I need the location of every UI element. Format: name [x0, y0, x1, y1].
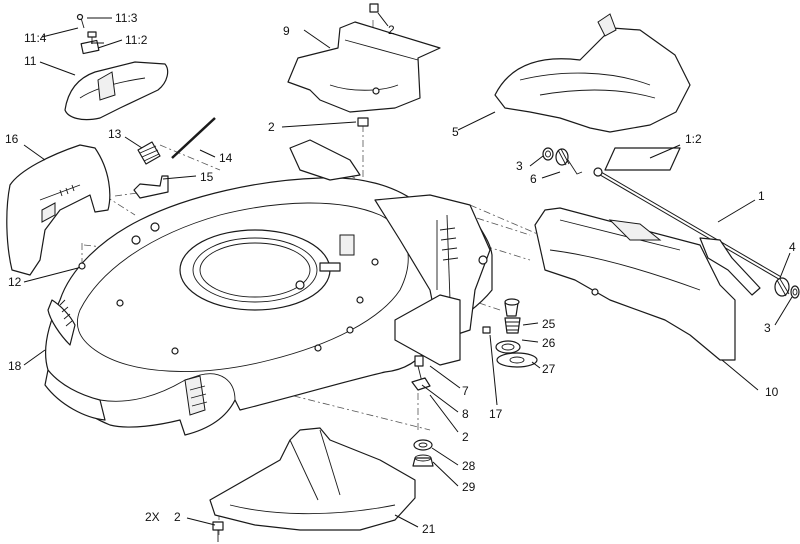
- label-8: 8: [462, 407, 469, 421]
- label-10: 10: [765, 385, 779, 399]
- label-9: 9: [283, 24, 290, 38]
- label-27: 27: [542, 362, 556, 376]
- label-3-upper: 3: [516, 159, 523, 173]
- label-11-2: 11:2: [125, 33, 148, 47]
- label-28: 28: [462, 459, 476, 473]
- label-4: 4: [789, 240, 796, 254]
- mulch-plug-cover: [209, 427, 416, 531]
- label-13: 13: [108, 127, 122, 141]
- mower-deck-housing: [44, 139, 493, 436]
- rear-guard-panel: [6, 144, 111, 276]
- label-29: 29: [462, 480, 476, 494]
- label-1: 1: [758, 189, 765, 203]
- label-14: 14: [219, 151, 233, 165]
- label-16: 16: [5, 132, 19, 146]
- label-11-4: 11:4: [24, 31, 47, 45]
- label-18: 18: [8, 359, 22, 373]
- label-12: 12: [8, 275, 22, 289]
- label-2-bottom-right: 2: [462, 430, 469, 444]
- callout-labels: 11:4 11:3 11:2 11 9 2 2 5 16 13 14 15 12…: [5, 11, 796, 536]
- label-1-2: 1:2: [685, 132, 702, 146]
- leader-lines: [23, 12, 793, 528]
- label-26: 26: [542, 336, 556, 350]
- label-7: 7: [462, 384, 469, 398]
- label-21: 21: [422, 522, 436, 536]
- decal-plate: [604, 147, 681, 171]
- rear-door-flap: [534, 207, 736, 361]
- discharge-chute-upper: [494, 13, 691, 133]
- label-2-top: 2: [388, 23, 395, 37]
- bearing-stack: [495, 298, 538, 368]
- label-25: 25: [542, 317, 556, 331]
- deck-baffle-plate: [287, 21, 441, 113]
- handle-lock-bracket: [64, 13, 169, 121]
- label-2-mid: 2: [268, 120, 275, 134]
- nut-washer: [412, 439, 434, 467]
- label-5: 5: [452, 125, 459, 139]
- label-6: 6: [530, 172, 537, 186]
- label-15: 15: [200, 170, 214, 184]
- label-2x: 2X: [145, 510, 160, 524]
- label-11-3: 11:3: [115, 11, 138, 25]
- torsion-springs: [542, 147, 800, 299]
- label-17: 17: [489, 407, 503, 421]
- label-3-lower: 3: [764, 321, 771, 335]
- label-11: 11: [24, 54, 37, 68]
- bolt-hardware: [212, 3, 491, 542]
- spring-and-rod-assembly: [78, 117, 216, 270]
- hinge-rod: [593, 167, 782, 296]
- label-2-bottom-left: 2: [174, 510, 181, 524]
